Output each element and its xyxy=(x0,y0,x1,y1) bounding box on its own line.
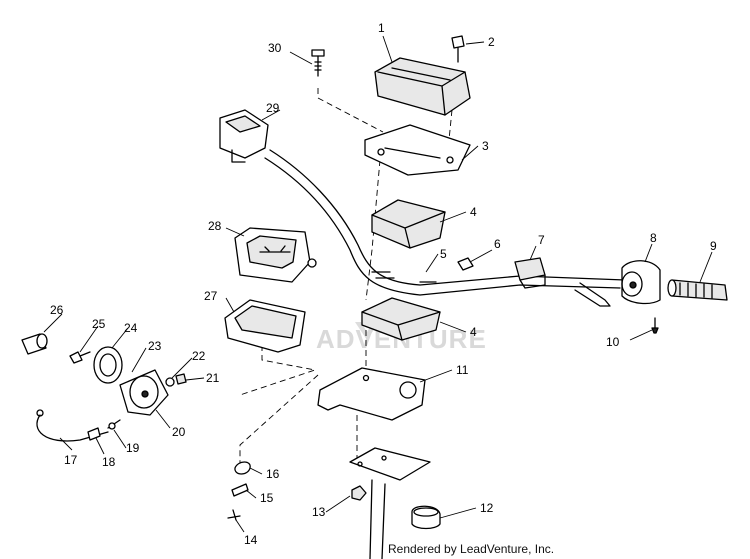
nut-13[interactable] xyxy=(351,485,367,501)
nut-21[interactable] xyxy=(175,373,187,385)
leader-lines xyxy=(43,35,713,533)
fitting-19[interactable] xyxy=(107,419,121,430)
riser-clamp-upper[interactable] xyxy=(371,199,446,249)
callouts: 1 2 3 4 5 6 7 8 9 10 11 12 13 14 15 16 1… xyxy=(50,21,717,547)
callout-19: 19 xyxy=(126,441,140,455)
clamp-plate-upper[interactable] xyxy=(364,124,471,176)
callout-9: 9 xyxy=(710,239,717,253)
callout-1: 1 xyxy=(378,21,385,35)
callout-4-upper: 4 xyxy=(470,205,477,219)
callout-8: 8 xyxy=(650,231,657,245)
callout-23: 23 xyxy=(148,339,162,353)
switch-housing[interactable] xyxy=(514,257,546,289)
part-6-block[interactable] xyxy=(457,257,474,271)
callout-21: 21 xyxy=(206,371,220,385)
callout-6: 6 xyxy=(494,237,501,251)
cap-26[interactable] xyxy=(21,333,48,355)
clip-15[interactable] xyxy=(231,483,249,497)
left-control-housing[interactable] xyxy=(219,109,269,163)
callout-24: 24 xyxy=(124,321,138,335)
handlebar-pad[interactable] xyxy=(374,57,471,116)
fitting-18[interactable] xyxy=(87,427,101,441)
washer-16[interactable] xyxy=(234,461,251,475)
grip[interactable] xyxy=(667,279,728,301)
callout-7: 7 xyxy=(538,233,545,247)
lower-plate[interactable] xyxy=(349,447,431,559)
callout-12: 12 xyxy=(480,501,494,515)
screw-25[interactable] xyxy=(69,351,91,364)
gasket-24[interactable] xyxy=(93,346,123,384)
callout-29: 29 xyxy=(266,101,280,115)
pin-14[interactable] xyxy=(227,509,241,521)
mount-bracket[interactable] xyxy=(317,367,426,421)
handlebar[interactable] xyxy=(264,149,626,307)
gauge-housing[interactable] xyxy=(119,369,169,416)
cable-clamp[interactable] xyxy=(411,505,441,530)
callout-15: 15 xyxy=(260,491,274,505)
callout-26: 26 xyxy=(50,303,64,317)
callout-5: 5 xyxy=(440,247,447,261)
bolt-2[interactable] xyxy=(451,35,465,63)
speedometer[interactable] xyxy=(234,227,317,283)
callout-2: 2 xyxy=(488,35,495,49)
assembly-lines xyxy=(239,88,453,470)
callout-17: 17 xyxy=(64,453,78,467)
callout-18: 18 xyxy=(102,455,116,469)
speedometer-cup[interactable] xyxy=(224,299,306,353)
callout-10: 10 xyxy=(606,335,620,349)
callout-22: 22 xyxy=(192,349,206,363)
washer-22[interactable] xyxy=(165,377,175,387)
screw-10[interactable] xyxy=(651,317,659,334)
riser-clamp-lower[interactable] xyxy=(361,297,441,341)
callout-25: 25 xyxy=(92,317,106,331)
cable-17[interactable] xyxy=(36,409,109,442)
callout-28: 28 xyxy=(208,219,222,233)
callout-20: 20 xyxy=(172,425,186,439)
callout-11: 11 xyxy=(456,363,469,377)
bolt-30[interactable] xyxy=(311,49,325,77)
callout-3: 3 xyxy=(482,139,489,153)
callout-14: 14 xyxy=(244,533,258,547)
render-credit: Rendered by LeadVenture, Inc. xyxy=(388,542,554,556)
callout-13: 13 xyxy=(312,505,326,519)
callout-4-lower: 4 xyxy=(470,325,477,339)
throttle-housing[interactable] xyxy=(621,260,661,305)
callout-16: 16 xyxy=(266,467,280,481)
callout-30: 30 xyxy=(268,41,282,55)
callout-27: 27 xyxy=(204,289,218,303)
